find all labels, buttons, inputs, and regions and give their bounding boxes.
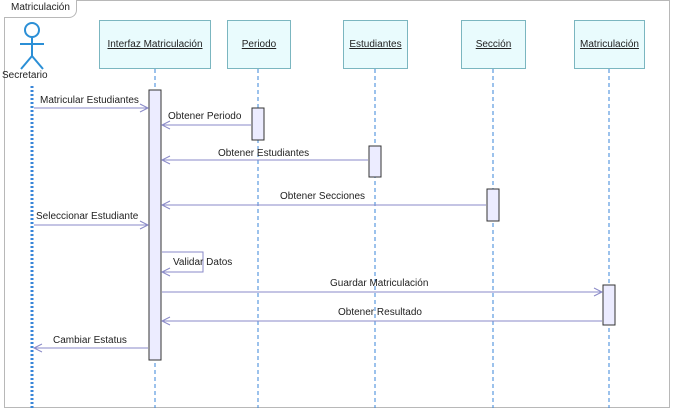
frame-title: Matriculación bbox=[4, 0, 77, 18]
message-label-2: Obtener Periodo bbox=[168, 111, 242, 122]
actor-name: Secretario bbox=[2, 70, 48, 81]
message-label-8: Obtener Resultado bbox=[338, 307, 422, 318]
lifeline-header-matriculacion[interactable]: Matriculación bbox=[574, 20, 645, 69]
lifeline-header-interfaz[interactable]: Interfaz Matriculación bbox=[99, 20, 211, 69]
message-label-9: Cambiar Estatus bbox=[53, 335, 127, 346]
diagram-frame bbox=[4, 0, 670, 408]
message-label-1: Matricular Estudiantes bbox=[40, 95, 139, 106]
message-label-7: Guardar Matriculación bbox=[330, 278, 429, 289]
message-label-3: Obtener Estudiantes bbox=[218, 148, 310, 159]
lifeline-header-estudiantes[interactable]: Estudiantes bbox=[343, 20, 408, 69]
lifeline-label: Periodo bbox=[241, 39, 277, 50]
message-label-6: Validar Datos bbox=[173, 257, 233, 268]
activation-interfaz bbox=[148, 89, 162, 361]
actor-icon bbox=[20, 22, 44, 70]
lifeline-label: Interfaz Matriculación bbox=[107, 39, 203, 50]
message-label-5: Seleccionar Estudiante bbox=[36, 211, 139, 222]
activation-estudiantes bbox=[368, 145, 382, 178]
activation-matriculacion bbox=[602, 284, 616, 326]
activation-periodo bbox=[251, 107, 265, 141]
activation-seccion bbox=[486, 188, 500, 222]
lifeline-header-periodo[interactable]: Periodo bbox=[227, 20, 291, 69]
lifeline-label: Estudiantes bbox=[349, 39, 402, 50]
lifeline-label: Sección bbox=[475, 39, 512, 50]
message-label-4: Obtener Secciones bbox=[280, 191, 366, 202]
message-arrow-6 bbox=[162, 251, 204, 273]
lifeline-label: Matriculación bbox=[580, 39, 639, 50]
lifeline-header-seccion[interactable]: Sección bbox=[461, 20, 526, 69]
